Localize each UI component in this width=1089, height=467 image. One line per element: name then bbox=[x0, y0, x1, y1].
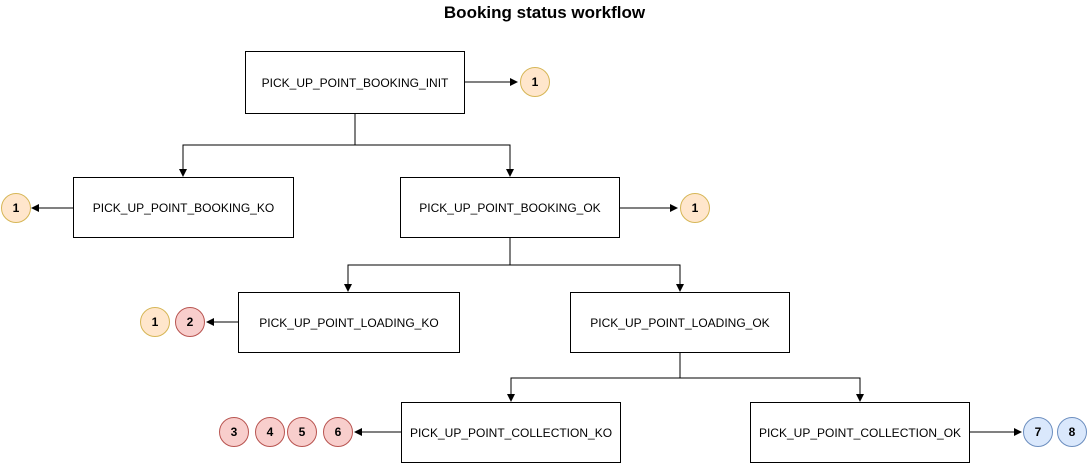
badge-booking-ko-1: 1 bbox=[1, 193, 31, 223]
badge-loading-ko-1: 1 bbox=[140, 307, 170, 337]
badge-collection-ko-6: 6 bbox=[323, 417, 353, 447]
badge-collection-ko-4: 4 bbox=[255, 417, 285, 447]
edge-booking-ok-to-loading-ok bbox=[510, 264, 684, 292]
node-booking-ok: PICK_UP_POINT_BOOKING_OK bbox=[400, 177, 620, 238]
node-loading-ok: PICK_UP_POINT_LOADING_OK bbox=[570, 292, 790, 353]
node-collection-ok: PICK_UP_POINT_COLLECTION_OK bbox=[750, 402, 970, 463]
edge-init-to-booking-ok bbox=[355, 144, 514, 177]
badge-init-1: 1 bbox=[520, 67, 550, 97]
edge-init-to-booking-ko bbox=[179, 114, 356, 177]
badge-collection-ko-3: 3 bbox=[219, 417, 249, 447]
badge-collection-ok-8: 8 bbox=[1057, 417, 1087, 447]
node-booking-ko: PICK_UP_POINT_BOOKING_KO bbox=[73, 177, 294, 238]
badge-booking-ok-1: 1 bbox=[680, 193, 710, 223]
node-booking-init: PICK_UP_POINT_BOOKING_INIT bbox=[245, 51, 465, 114]
edge-loading-ok-to-collection-ok bbox=[680, 377, 864, 402]
edge-loading-ok-to-collection-ko bbox=[507, 352, 681, 402]
badge-collection-ko-5: 5 bbox=[287, 417, 317, 447]
badge-collection-ok-7: 7 bbox=[1023, 417, 1053, 447]
edge-booking-ok-to-loading-ko bbox=[344, 238, 511, 292]
diagram-title: Booking status workflow bbox=[443, 3, 646, 22]
badge-loading-ko-2: 2 bbox=[175, 307, 205, 337]
node-loading-ko: PICK_UP_POINT_LOADING_KO bbox=[238, 292, 460, 353]
node-collection-ko: PICK_UP_POINT_COLLECTION_KO bbox=[401, 402, 621, 463]
